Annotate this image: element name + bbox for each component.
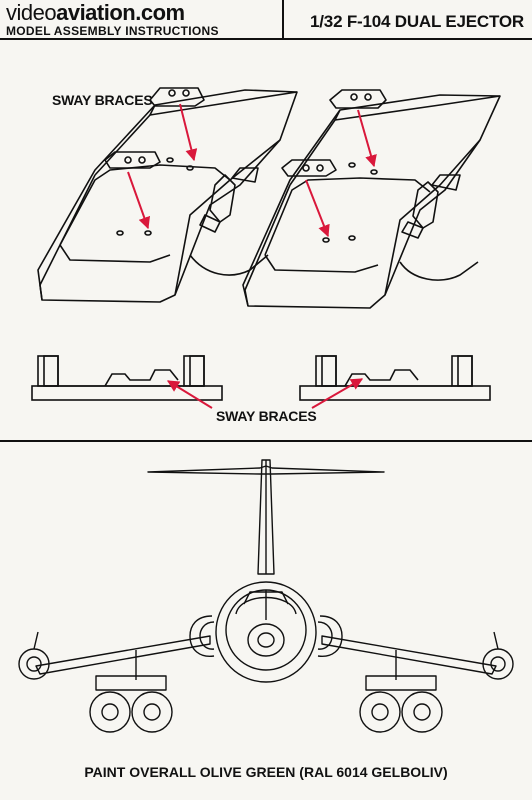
brand-logo: videoaviation.com: [6, 2, 185, 24]
right-ejector: [365, 675, 437, 691]
label-sway-braces-bottom: SWAY BRACES: [216, 408, 317, 424]
left-store-inner: [131, 691, 173, 733]
page-title: 1/32 F-104 DUAL EJECTOR: [310, 12, 524, 31]
left-ejector: [95, 675, 167, 691]
right-rack: [242, 89, 501, 309]
left-side-view: [31, 355, 223, 401]
section-divider: [0, 440, 532, 442]
brand-subtitle: MODEL ASSEMBLY INSTRUCTIONS: [6, 24, 219, 38]
radome: [247, 623, 285, 657]
brand-prefix: video: [6, 0, 57, 25]
vertical-tail: [257, 459, 275, 575]
paint-note: PAINT OVERALL OLIVE GREEN (RAL 6014 GELB…: [84, 764, 448, 780]
brand-main: aviation.com: [56, 0, 185, 25]
bottom-arrows: [166, 378, 364, 409]
right-store-inner: [359, 691, 401, 733]
header: videoaviation.com MODEL ASSEMBLY INSTRUC…: [0, 0, 532, 40]
left-rack: [37, 87, 298, 303]
fuselage: [215, 581, 317, 683]
right-side-view: [299, 355, 491, 401]
header-divider: [0, 38, 532, 40]
label-sway-braces-top: SWAY BRACES: [52, 92, 153, 108]
ejector-rack-drawing: [31, 87, 501, 409]
left-intake: [189, 615, 215, 657]
top-arrows: [127, 103, 377, 238]
aircraft-front-view: [18, 459, 514, 733]
left-wing: [35, 635, 211, 675]
right-store-outer: [401, 691, 443, 733]
header-vertical-divider: [282, 0, 284, 40]
left-store-outer: [89, 691, 131, 733]
right-wing: [321, 635, 497, 675]
right-intake: [317, 615, 343, 657]
